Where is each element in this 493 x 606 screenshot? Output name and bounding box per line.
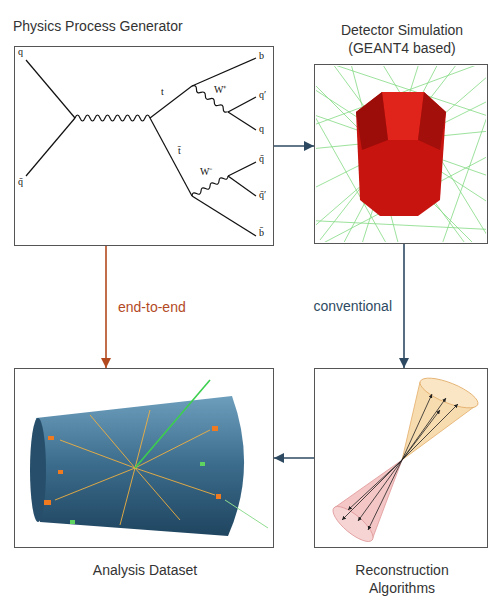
quark-line [228,97,256,112]
heading-text: Physics Process Generator [13,17,273,35]
track-line [316,70,480,242]
quark-line [228,162,256,176]
track-line [135,430,210,468]
muon-track [135,380,210,468]
flow-arrow [403,244,405,368]
particle-label: b [259,50,264,62]
detector-volume [356,92,446,216]
flow-arrow [105,246,107,368]
particle-label: W⁻ [200,166,212,178]
flow-arrow [274,145,314,147]
energy-deposit [200,462,205,466]
edge-label: end-to-end [118,298,186,316]
stage-box: Detector Simulation (GEANT4 based) [314,64,488,244]
track-line [55,468,135,500]
energy-deposit [212,426,218,431]
particle-label: t [161,86,164,98]
particle-label: q̄′ [259,189,266,201]
box-heading: Analysis Dataset [15,561,275,579]
heading-text: Detector Simulation (GEANT4 based) [315,21,489,57]
track-line [60,440,135,468]
w-boson-line [191,174,229,197]
quark-line [228,176,256,196]
track-arrow [402,398,446,460]
track-line [320,66,460,240]
detector-simulation-picture [316,66,486,242]
barrel-end [30,418,46,522]
box-heading: Physics Process Generator [13,17,273,35]
track-line [90,415,135,468]
track-line [330,66,470,242]
particle-label: q̄ [18,176,23,188]
energy-deposits [44,426,221,505]
reconstruction-picture [328,372,481,547]
track-line [120,468,135,525]
track-line [316,70,486,230]
particle-label: b̄ [259,227,264,239]
quark-line [192,196,256,236]
energy-deposits [70,462,205,524]
stage-box: Analysis Dataset [14,368,274,548]
jet-cone-end [328,501,378,547]
track-arrow [342,460,402,520]
track-line [440,80,486,242]
track-arrow [358,460,402,521]
particle-label: t̄ [178,145,181,157]
flow-arrow [274,457,314,459]
energy-deposit [44,500,51,505]
particle-label: q [259,123,264,135]
quark-line [192,58,256,86]
event-display-picture [30,380,268,536]
quark-line [26,118,75,176]
simulated-tracks [316,66,486,242]
particle-label: W⁺ [214,84,226,96]
detector-facet [382,92,424,140]
stage-box: Physics Process Generator [14,46,274,246]
gluon-line [75,115,150,121]
energy-deposit [48,436,54,440]
w-boson-line [191,84,229,113]
detector-facet [356,92,388,150]
quark-line [228,112,256,130]
box-heading: Reconstruction Algorithms [332,561,472,597]
quark-line [26,60,75,118]
stage-box: Reconstruction Algorithms [314,368,488,548]
track-arrow [368,460,402,530]
track-arrow [348,460,402,510]
edge-label: conventional [313,297,392,315]
track-line [135,468,180,520]
feynman-diagram [26,58,256,236]
box-heading: Detector Simulation (GEANT4 based) [315,21,489,57]
heading-text: Reconstruction Algorithms [332,561,472,597]
track-arrow [402,410,440,460]
energy-deposit [58,470,63,474]
particle-label: q̄ [259,153,264,165]
track-arrow [402,404,458,460]
detector-barrel [34,396,244,536]
top-line [150,118,192,196]
track-line [316,220,486,230]
particle-label: q [18,46,23,58]
jet-cone-end [417,372,482,414]
energy-deposit [70,520,75,524]
heading-text: Analysis Dataset [15,561,275,579]
top-line [150,86,192,118]
track-line [225,500,268,528]
detector-facet [418,92,446,150]
energy-deposit [216,494,221,499]
reconstructed-tracks [342,394,458,530]
particle-label: q′ [259,89,266,101]
